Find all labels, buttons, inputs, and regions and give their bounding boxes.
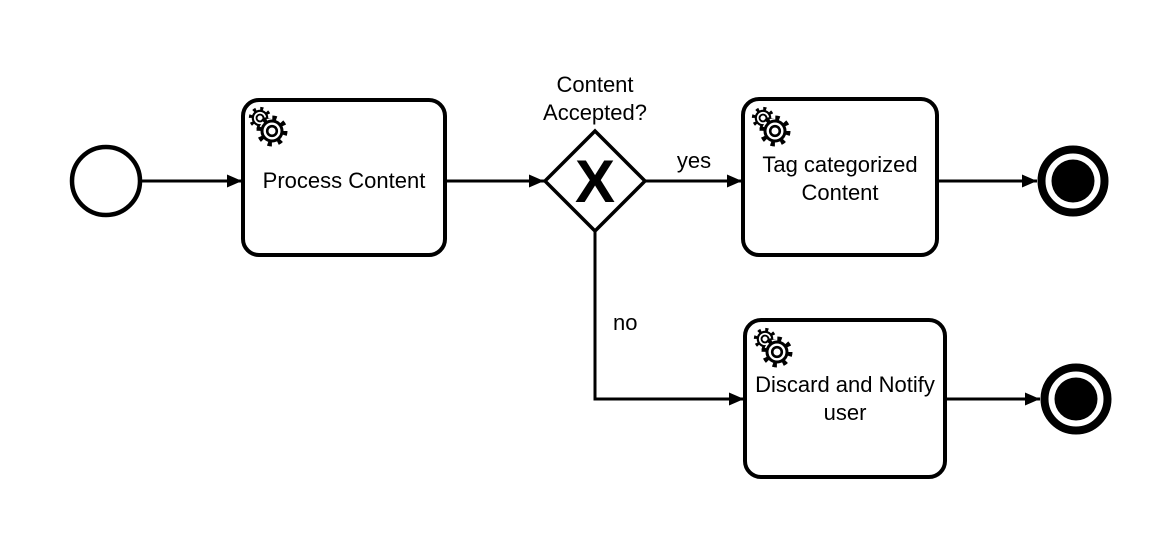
task-tag-categorized-content[interactable]: Tag categorized Content [741,97,939,257]
flow-no[interactable]: no [593,231,744,406]
task-discard-label-line1: Discard and Notify [755,372,935,397]
task-discard-and-notify-user[interactable]: Discard and Notify user [743,318,947,479]
gateway-label-line1: Content [556,72,633,97]
task-tag-label-line1: Tag categorized [762,152,917,177]
task-process-content-shape[interactable] [241,98,447,257]
end-event-top-dot [1051,159,1095,203]
gateway-label-line2: Accepted? [543,100,647,125]
task-tag-categorized-content-shape[interactable] [741,97,939,257]
task-discard-label-line2: user [824,400,867,425]
exclusive-gateway-x-icon: X [575,148,615,215]
task-process-content-label: Process Content [263,168,426,193]
task-tag-label-line2: Content [801,180,878,205]
flow-yes[interactable]: yes [645,148,742,188]
flow-yes-label: yes [677,148,711,173]
gateway-content-accepted[interactable]: X Content Accepted? [542,72,648,234]
flow-no-label: no [613,310,637,335]
end-event-bottom[interactable] [1040,363,1112,435]
flow-no-line[interactable] [593,231,744,406]
task-process-content[interactable]: Process Content [241,98,447,257]
end-event-top[interactable] [1037,145,1109,217]
end-event-bottom-dot [1054,377,1098,421]
start-event[interactable] [69,144,143,218]
